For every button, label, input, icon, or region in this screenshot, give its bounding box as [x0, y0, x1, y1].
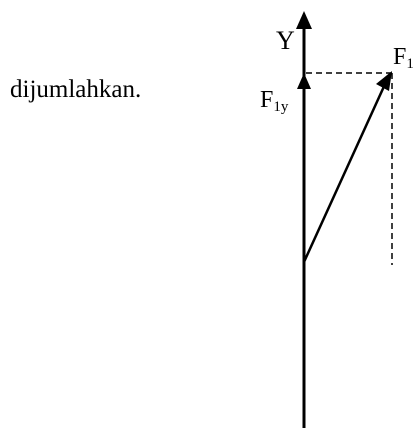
f1y-label-main: F	[260, 87, 273, 113]
body-text-word: dijumlahkan.	[10, 76, 141, 103]
f1-label-subscript: 1	[406, 56, 414, 72]
f1y-label-subscript: 1y	[273, 99, 289, 115]
f1y-label: F1y	[260, 87, 289, 115]
f1-label-main: F	[393, 44, 406, 70]
f1y-arrowhead	[297, 73, 311, 89]
y-axis-arrowhead	[296, 11, 312, 29]
f1-vector-line	[302, 81, 388, 263]
f1-vector-arrowhead	[376, 71, 392, 91]
y-axis-label: Y	[276, 26, 295, 55]
f1-label: F1	[393, 44, 414, 72]
